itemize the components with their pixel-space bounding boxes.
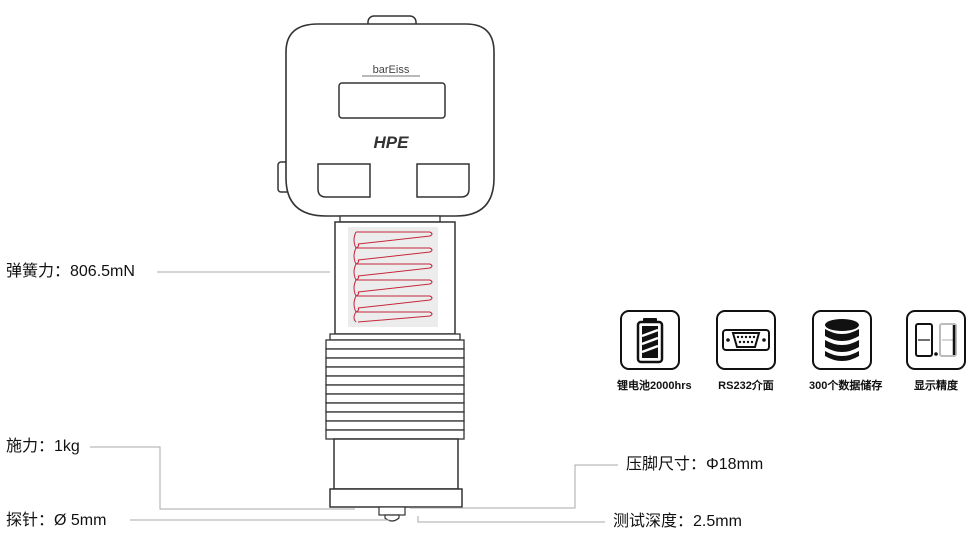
foot-size-label: 压脚尺寸：Φ18mm	[626, 456, 764, 473]
test-depth-label: 测试深度：2.5mm	[613, 513, 742, 530]
battery-icon	[620, 310, 680, 370]
probe-diameter-label: 探针：Ø 5mm	[6, 512, 107, 529]
feature-battery: 锂电池2000hrs	[617, 310, 692, 393]
feature-precision: 显示精度	[903, 310, 969, 393]
feature-rs232: RS232介面	[713, 310, 779, 393]
applied-force-label: 施力：1kg	[6, 438, 80, 455]
ribbed-grip	[325, 339, 465, 440]
model-name: HPE	[374, 133, 410, 152]
feature-precision-label: 显示精度	[914, 380, 958, 392]
feature-battery-label: 锂电池2000hrs	[617, 380, 692, 392]
left-key	[317, 163, 371, 198]
right-key	[416, 163, 470, 198]
spring-icon	[353, 231, 433, 323]
brand-logo: barEiss	[373, 64, 410, 76]
feature-rs232-label: RS232介面	[718, 380, 774, 392]
lcd-display	[338, 82, 446, 119]
serial-port-icon	[716, 310, 776, 370]
lower-body	[333, 438, 459, 490]
feature-storage: 300个数据储存	[809, 310, 883, 393]
seven-segment-display-icon	[906, 310, 966, 370]
database-icon	[812, 310, 872, 370]
feature-storage-label: 300个数据储存	[809, 380, 883, 392]
spring-force-label: 弹簧力：806.5mN	[6, 263, 135, 280]
